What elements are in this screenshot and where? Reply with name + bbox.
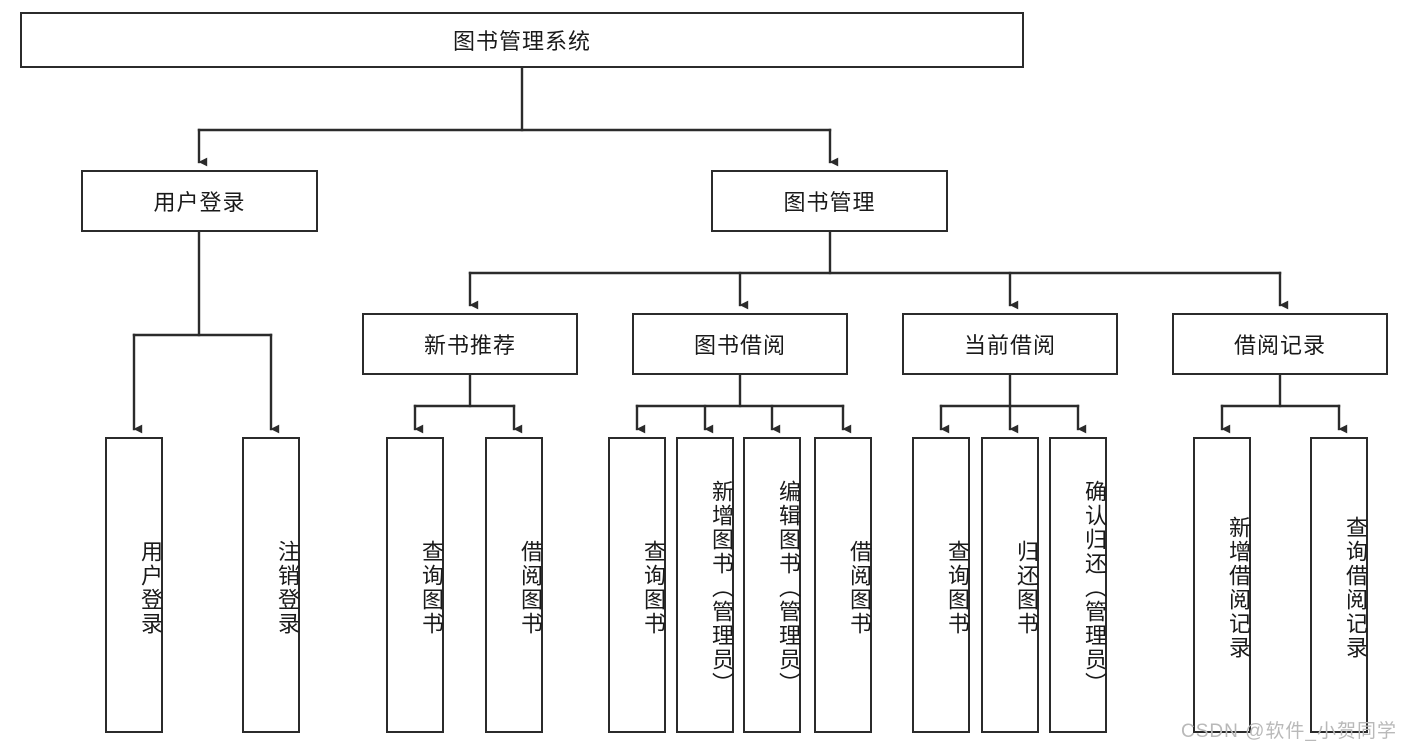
node-user-login[interactable]: 用户登录 bbox=[81, 170, 318, 232]
leaf-query-book-1[interactable]: 查询图书 bbox=[386, 437, 444, 733]
leaf-edit-book[interactable]: 编辑图书（管理员） bbox=[743, 437, 801, 733]
leaf-borrow-book-2[interactable]: 借阅图书 bbox=[814, 437, 872, 733]
leaf-query-book-3[interactable]: 查询图书 bbox=[912, 437, 970, 733]
node-book-borrow[interactable]: 图书借阅 bbox=[632, 313, 848, 375]
leaf-logout-login[interactable]: 注销登录 bbox=[242, 437, 300, 733]
leaf-borrow-book-1[interactable]: 借阅图书 bbox=[485, 437, 543, 733]
node-root[interactable]: 图书管理系统 bbox=[20, 12, 1024, 68]
leaf-user-login[interactable]: 用户登录 bbox=[105, 437, 163, 733]
leaf-return-book[interactable]: 归还图书 bbox=[981, 437, 1039, 733]
leaf-add-record[interactable]: 新增借阅记录 bbox=[1193, 437, 1251, 733]
leaf-confirm-return[interactable]: 确认归还（管理员） bbox=[1049, 437, 1107, 733]
node-book-manage[interactable]: 图书管理 bbox=[711, 170, 948, 232]
leaf-query-record[interactable]: 查询借阅记录 bbox=[1310, 437, 1368, 733]
node-current-borrow[interactable]: 当前借阅 bbox=[902, 313, 1118, 375]
node-borrow-record[interactable]: 借阅记录 bbox=[1172, 313, 1388, 375]
node-new-book-recommend[interactable]: 新书推荐 bbox=[362, 313, 578, 375]
leaf-add-book[interactable]: 新增图书（管理员） bbox=[676, 437, 734, 733]
leaf-query-book-2[interactable]: 查询图书 bbox=[608, 437, 666, 733]
